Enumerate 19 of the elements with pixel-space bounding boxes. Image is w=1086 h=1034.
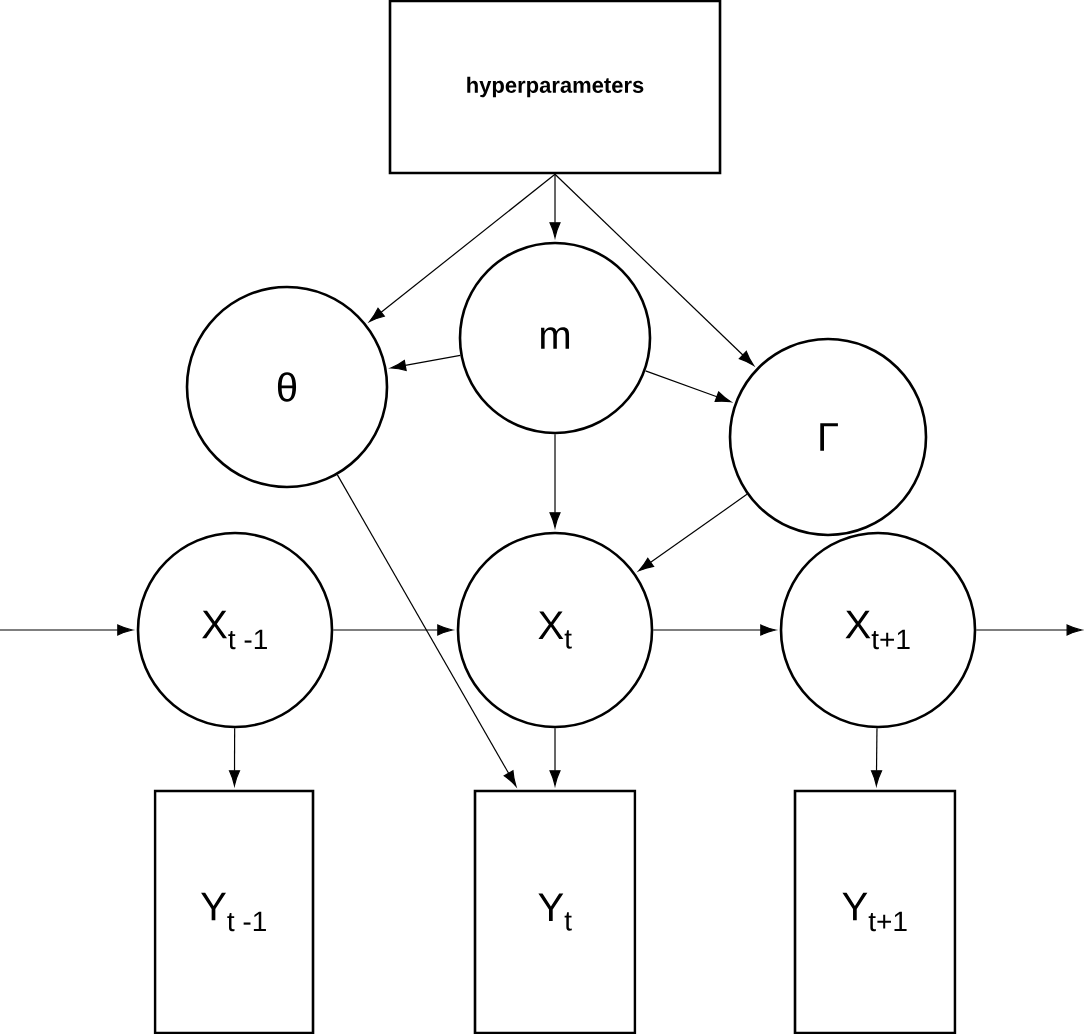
arrow [390,354,461,371]
arrow [870,727,883,787]
arrow [0,624,134,636]
arrow [332,624,454,636]
arrow [549,433,561,529]
arrow [975,624,1083,636]
arrow [228,727,241,787]
arrow [644,370,732,403]
hyperparameters-box: hyperparameters [388,0,722,175]
arrow [554,173,754,366]
arrow [369,173,556,322]
arrow [336,474,517,787]
arrow [549,727,561,787]
arrow [549,173,561,239]
arrow [652,624,777,636]
observation-box: Y$_{t+1}$ [793,789,957,1034]
observation-box: Y$_{t -1}$ [153,789,315,1034]
observation-box: Y$_{t}$ [473,789,637,1034]
arrow [638,493,748,572]
